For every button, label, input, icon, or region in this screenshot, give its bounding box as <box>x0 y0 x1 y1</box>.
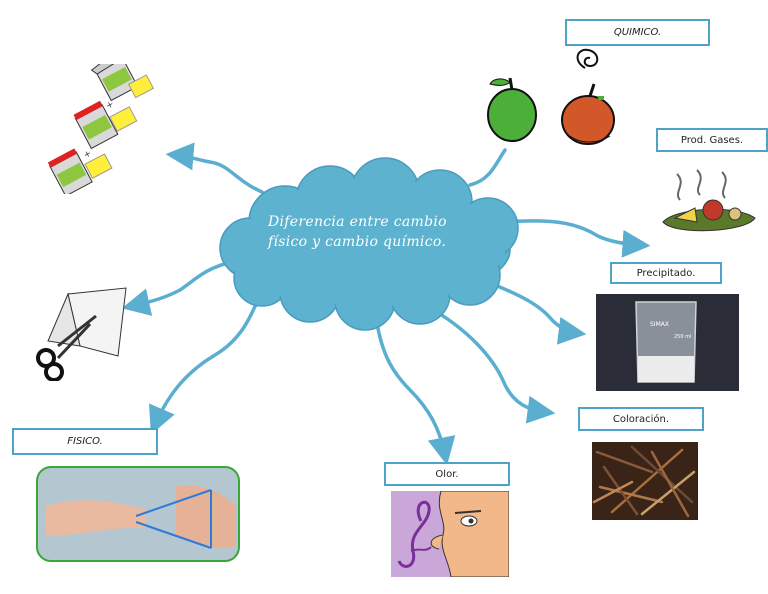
label-coloracion: Coloración. <box>578 407 704 431</box>
label-olor: Olor. <box>384 462 510 486</box>
connector-top-right <box>468 148 507 187</box>
connector-fisico <box>149 288 264 435</box>
food-cans-illustration: + + <box>47 64 155 194</box>
label-quimico: QUIMICO. <box>565 19 710 46</box>
scissors-paper-illustration <box>36 287 127 381</box>
connector-scissors <box>121 260 234 316</box>
label-precipitado: Precipitado. <box>610 262 722 284</box>
central-topic-line-1: Diferencia entre cambio <box>268 214 447 230</box>
connector-coloracion <box>423 303 556 424</box>
connector-olor <box>373 308 456 466</box>
beaker-mark: 250 ml <box>674 334 691 340</box>
gases-food-illustration <box>662 169 756 232</box>
smelling-face-illustration <box>391 491 509 577</box>
central-topic: Diferencia entre cambio físico y cambio … <box>268 212 478 252</box>
connector-precipitado <box>488 281 587 345</box>
central-topic-line-2: físico y cambio químico. <box>268 234 447 250</box>
label-prod-gases: Prod. Gases. <box>656 128 768 152</box>
connector-top-left <box>165 142 264 194</box>
svg-text:+: + <box>82 149 93 161</box>
label-fisico: FISICO. <box>12 428 158 455</box>
beaker-precipitate-photo: SIMAX 250 ml <box>596 294 739 391</box>
rusty-nails-photo <box>592 442 698 520</box>
apples-illustration <box>487 48 615 145</box>
beaker-brand: SIMAX <box>650 321 669 328</box>
rubber-band-photo <box>36 466 240 562</box>
connector-prod-gases <box>503 219 651 258</box>
svg-text:+: + <box>105 99 116 111</box>
